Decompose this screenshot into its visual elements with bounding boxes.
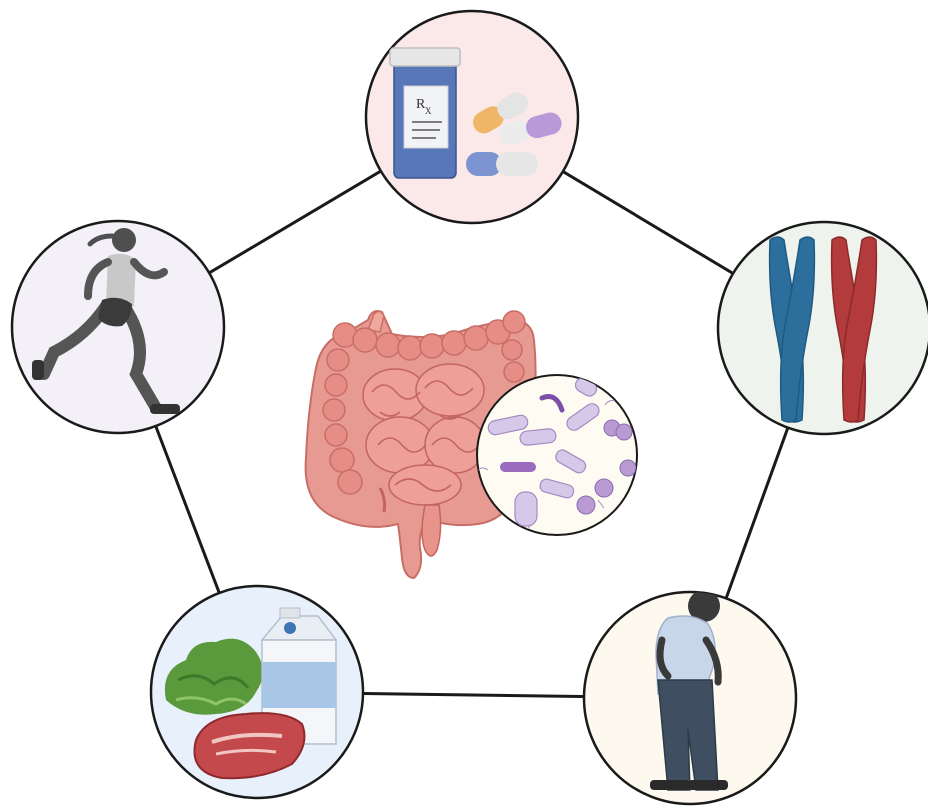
node-genetics — [718, 222, 928, 434]
node-diet — [151, 586, 363, 798]
node-exercise — [12, 221, 224, 433]
node-medication: R X — [366, 11, 578, 223]
node-aging — [584, 590, 796, 804]
rx-subscript: X — [425, 106, 432, 116]
gut-microbiota-icon — [477, 375, 637, 535]
